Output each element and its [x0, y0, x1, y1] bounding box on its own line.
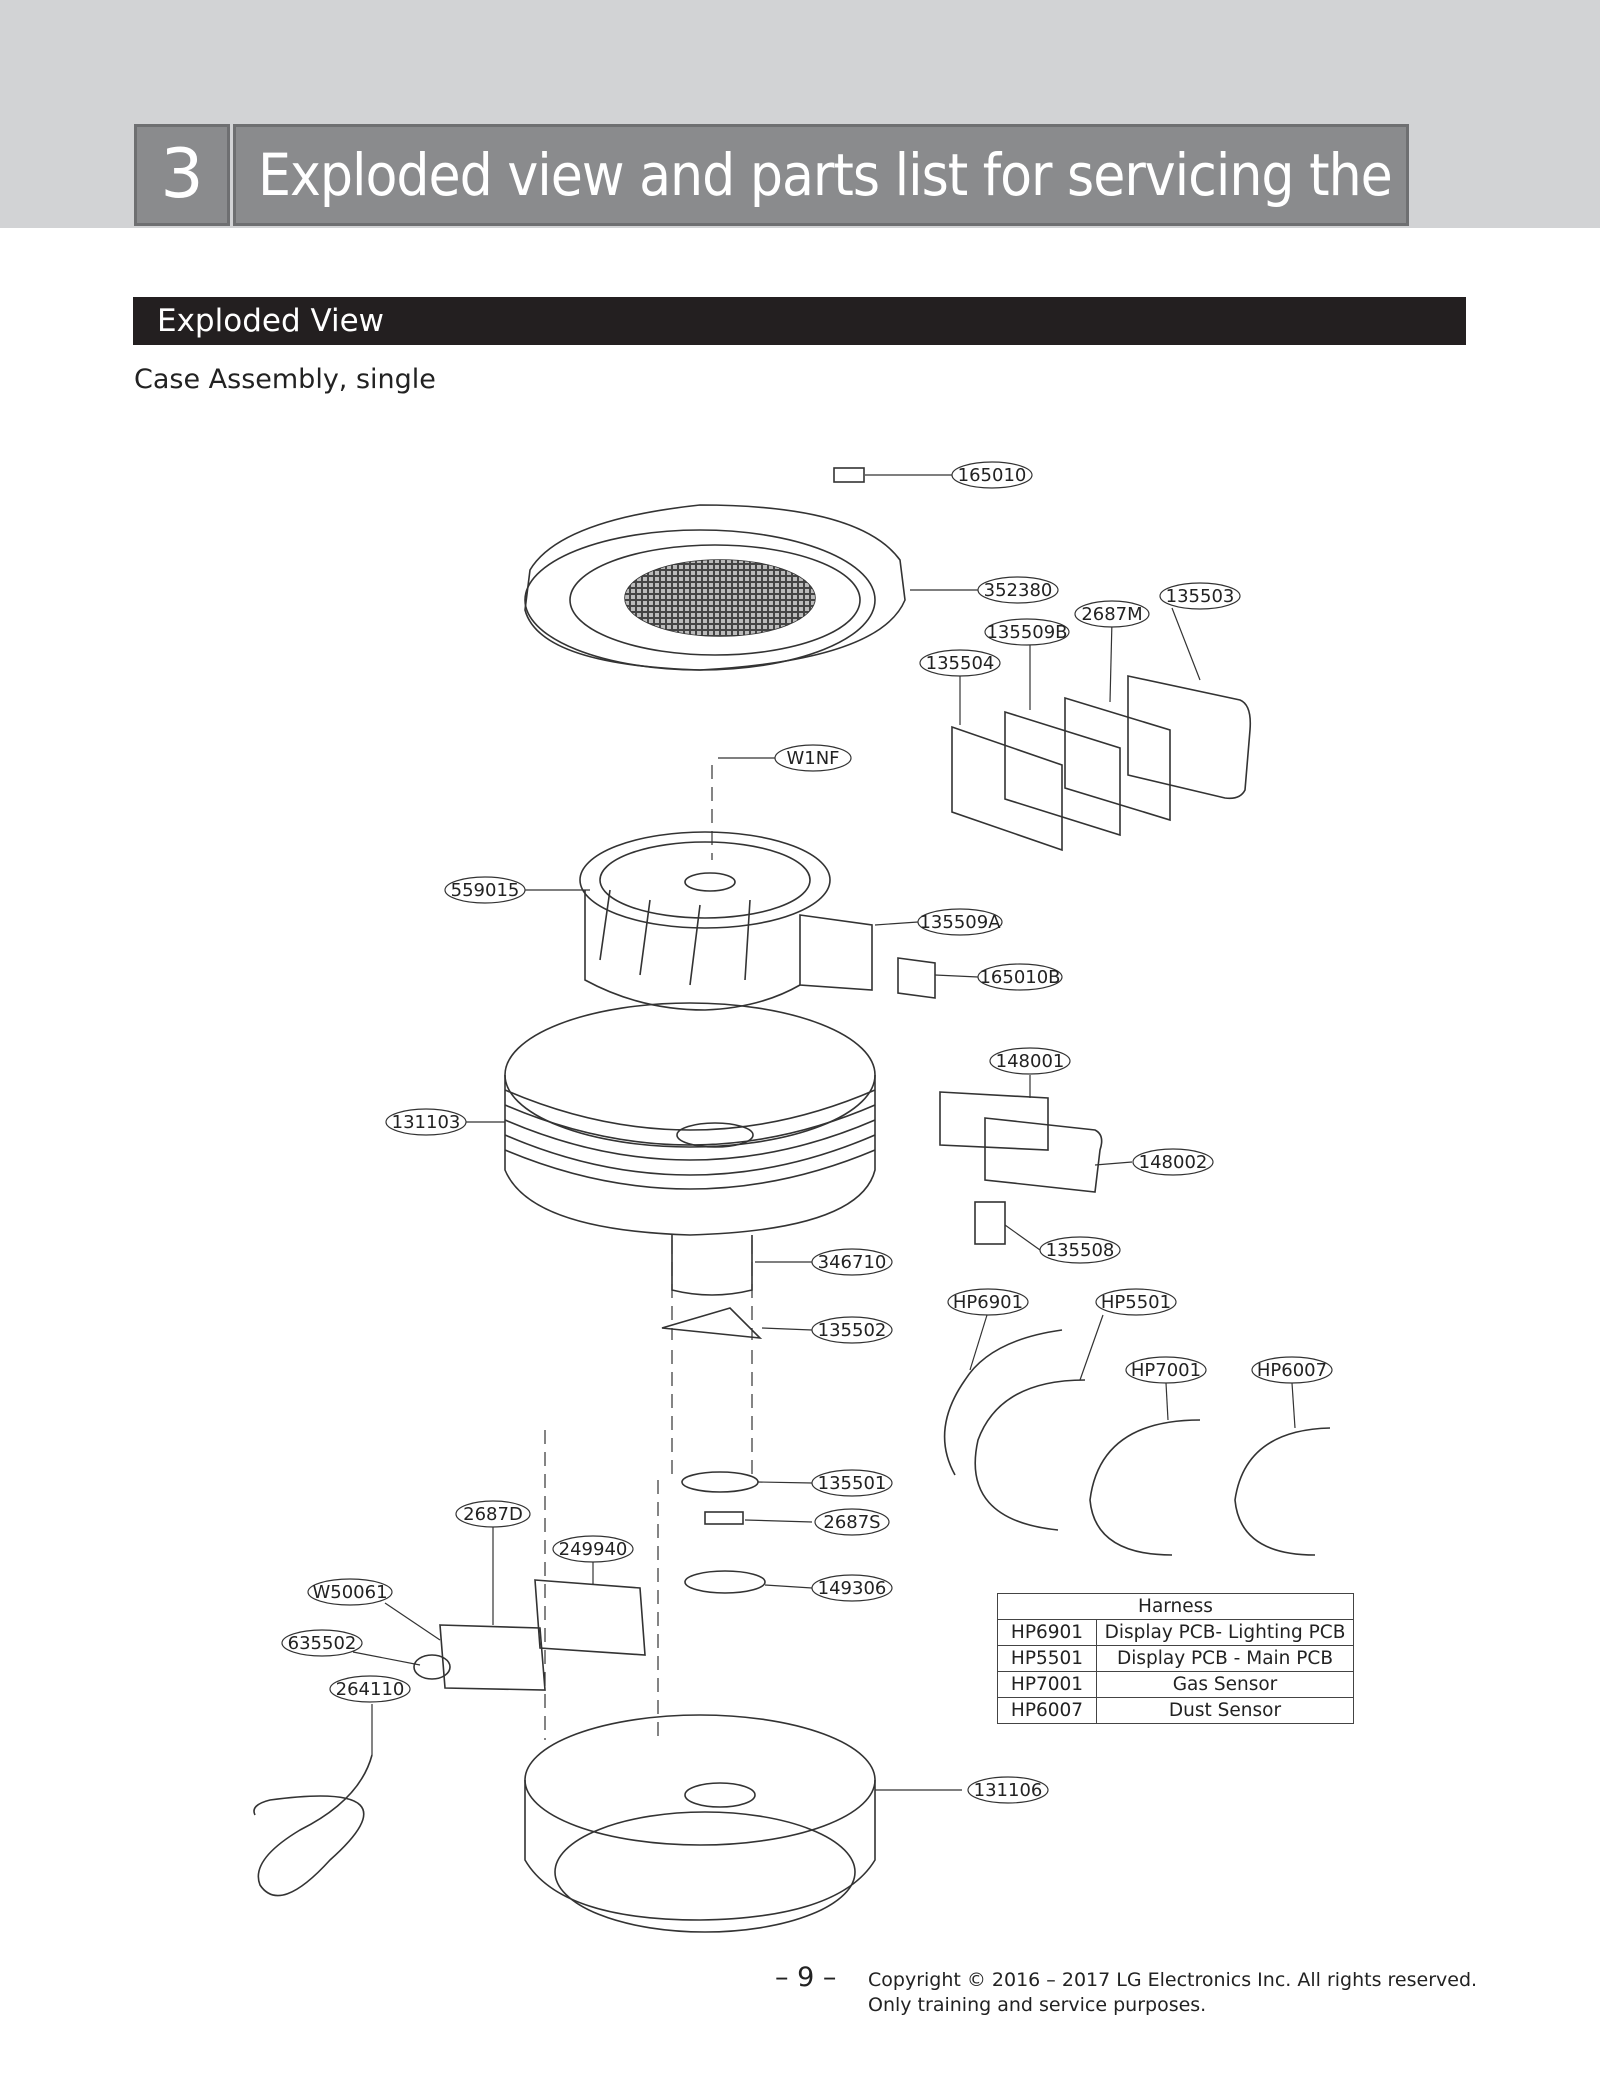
copyright-line-2: Only training and service purposes. — [868, 1994, 1207, 2016]
callout-135504: 135504 — [919, 649, 1001, 677]
svg-text:HP6901: HP6901 — [953, 1292, 1023, 1313]
svg-text:HP7001: HP7001 — [1131, 1360, 1201, 1381]
svg-text:2687M: 2687M — [1081, 604, 1142, 625]
callout-249940: 249940 — [552, 1535, 634, 1563]
callout-hp6007: HP6007 — [1251, 1356, 1333, 1384]
callout-135508: 135508 — [1039, 1236, 1121, 1264]
main-body-part — [504, 1002, 876, 1236]
table-row: HP6901 Display PCB- Lighting PCB — [997, 1619, 1354, 1646]
svg-text:165010: 165010 — [958, 465, 1027, 486]
svg-text:HP6007: HP6007 — [1257, 1360, 1327, 1381]
chapter-number: 3 — [134, 124, 230, 226]
callout-hp7001: HP7001 — [1125, 1356, 1207, 1384]
top-cover-part — [524, 504, 906, 671]
part-635502 — [413, 1654, 451, 1680]
svg-text:2687D: 2687D — [463, 1504, 523, 1525]
callout-135509a: 135509A — [917, 908, 1003, 936]
svg-text:HP5501: HP5501 — [1101, 1292, 1171, 1313]
callout-hp6901: HP6901 — [947, 1288, 1029, 1316]
callout-2687s: 2687S — [814, 1508, 890, 1536]
harness-table-title: Harness — [997, 1593, 1354, 1620]
copyright-notice: Copyright © 2016 – 2017 LG Electronics I… — [868, 1968, 1477, 2018]
base-part — [524, 1714, 876, 1933]
callout-hp5501: HP5501 — [1095, 1288, 1177, 1316]
svg-text:559015: 559015 — [451, 880, 520, 901]
callout-135501: 135501 — [811, 1469, 893, 1497]
svg-text:165010B: 165010B — [979, 967, 1060, 988]
section-subtitle: Case Assembly, single — [134, 364, 436, 395]
svg-text:W50061: W50061 — [312, 1582, 387, 1603]
callout-w50061: W50061 — [307, 1578, 393, 1606]
callout-2687d: 2687D — [455, 1500, 531, 1528]
table-row: HP7001 Gas Sensor — [997, 1671, 1354, 1698]
svg-text:635502: 635502 — [288, 1633, 357, 1654]
part-2687s — [704, 1511, 744, 1525]
svg-text:249940: 249940 — [559, 1539, 628, 1560]
callout-148001: 148001 — [989, 1047, 1071, 1075]
svg-text:131103: 131103 — [392, 1112, 461, 1133]
svg-text:352380: 352380 — [984, 580, 1053, 601]
callout-149306: 149306 — [811, 1574, 893, 1602]
page-number: – 9 – — [775, 1962, 837, 1993]
callout-346710: 346710 — [811, 1248, 893, 1276]
part-2687d — [439, 1624, 546, 1691]
callout-165010: 165010 — [951, 461, 1033, 489]
section-title: Exploded View — [133, 297, 1466, 345]
callout-131103: 131103 — [385, 1108, 467, 1136]
part-148002 — [984, 1117, 1103, 1193]
callout-352380: 352380 — [977, 576, 1059, 604]
part-165010 — [833, 467, 865, 483]
svg-text:135509A: 135509A — [919, 912, 1001, 933]
callout-2687m: 2687M — [1074, 600, 1150, 628]
harness-wires — [943, 1329, 1331, 1556]
part-135508 — [974, 1201, 1006, 1245]
power-cord-part — [253, 1754, 373, 1897]
fan-part — [579, 831, 831, 1011]
table-row: HP5501 Display PCB - Main PCB — [997, 1645, 1354, 1672]
svg-text:135504: 135504 — [926, 653, 995, 674]
copyright-line-1: Copyright © 2016 – 2017 LG Electronics I… — [868, 1969, 1478, 1991]
svg-text:148002: 148002 — [1139, 1152, 1208, 1173]
svg-text:135502: 135502 — [818, 1320, 887, 1341]
callout-w1nf: W1NF — [774, 744, 852, 772]
callout-135503: 135503 — [1159, 582, 1241, 610]
svg-text:264110: 264110 — [336, 1679, 405, 1700]
svg-text:2687S: 2687S — [823, 1512, 880, 1533]
part-249940 — [534, 1579, 646, 1656]
callout-264110: 264110 — [329, 1675, 411, 1703]
chapter-title: Exploded view and parts list for servici… — [233, 124, 1409, 226]
callout-131106: 131106 — [967, 1776, 1049, 1804]
bracket-135509a — [799, 914, 873, 991]
part-165010b — [897, 957, 936, 999]
callout-135509b: 135509B — [984, 618, 1070, 646]
callout-165010b: 165010B — [977, 963, 1063, 991]
svg-text:135509B: 135509B — [986, 622, 1067, 643]
harness-table: Harness HP6901 Display PCB- Lighting PCB… — [997, 1593, 1354, 1724]
svg-text:W1NF: W1NF — [786, 748, 839, 769]
table-row: HP6007 Dust Sensor — [997, 1697, 1354, 1724]
svg-text:149306: 149306 — [818, 1578, 887, 1599]
leader-lines — [352, 474, 1296, 1791]
part-135501 — [681, 1471, 759, 1493]
part-135502 — [661, 1307, 763, 1340]
callout-148002: 148002 — [1132, 1148, 1214, 1176]
callout-635502: 635502 — [281, 1629, 363, 1657]
part-346710 — [671, 1235, 753, 1296]
callout-559015: 559015 — [444, 876, 526, 904]
svg-text:135501: 135501 — [818, 1473, 887, 1494]
svg-text:135503: 135503 — [1166, 586, 1235, 607]
svg-text:131106: 131106 — [974, 1780, 1043, 1801]
part-149306 — [684, 1570, 766, 1594]
svg-text:148001: 148001 — [996, 1051, 1065, 1072]
svg-text:135508: 135508 — [1046, 1240, 1115, 1261]
part-148001 — [939, 1091, 1049, 1151]
svg-text:346710: 346710 — [818, 1252, 887, 1273]
callout-135502: 135502 — [811, 1316, 893, 1344]
filter-stack-part — [951, 675, 1252, 852]
